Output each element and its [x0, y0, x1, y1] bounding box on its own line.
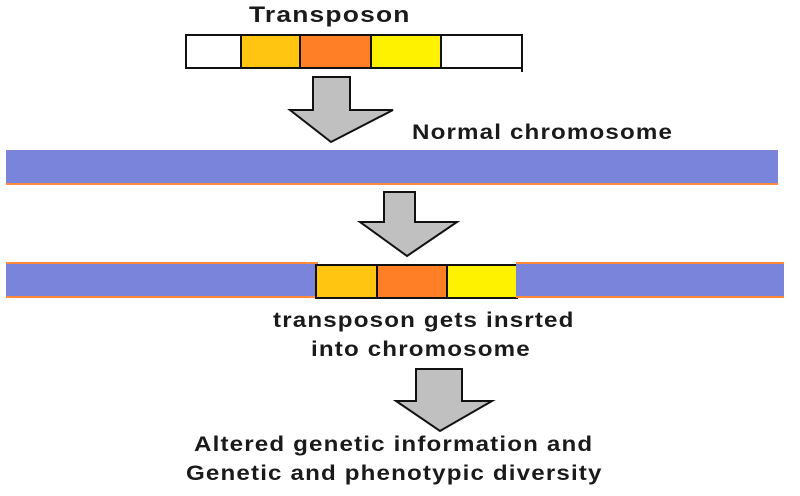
chromosome-right-part	[516, 262, 784, 298]
result-label-line1: Altered genetic information and	[194, 433, 594, 456]
inserted-segment-orange	[376, 264, 448, 299]
transposon-segment-yellow	[370, 34, 442, 69]
insertion-label-line2: into chromosome	[311, 338, 531, 361]
down-arrow-icon	[392, 368, 496, 433]
transposon-segment-gold	[240, 34, 301, 69]
down-arrow-icon	[287, 76, 394, 144]
transposon-segment-orange	[299, 34, 372, 69]
result-label-line2: Genetic and phenotypic diversity	[186, 462, 603, 485]
transposon-segment-blank-right	[440, 34, 522, 69]
inserted-segment-gold	[315, 264, 378, 299]
normal-chromosome	[6, 150, 778, 185]
transposon-segment-blank-left	[185, 34, 242, 69]
insertion-label-line1: transposon gets insrted	[273, 309, 575, 332]
normal-chromosome-label: Normal chromosome	[412, 121, 674, 144]
down-arrow-icon	[356, 191, 461, 258]
inserted-segment-yellow	[446, 264, 518, 299]
transposon-end-tick	[521, 34, 523, 72]
transposon-label: Transposon	[249, 2, 411, 27]
chromosome-left-part	[6, 262, 318, 298]
